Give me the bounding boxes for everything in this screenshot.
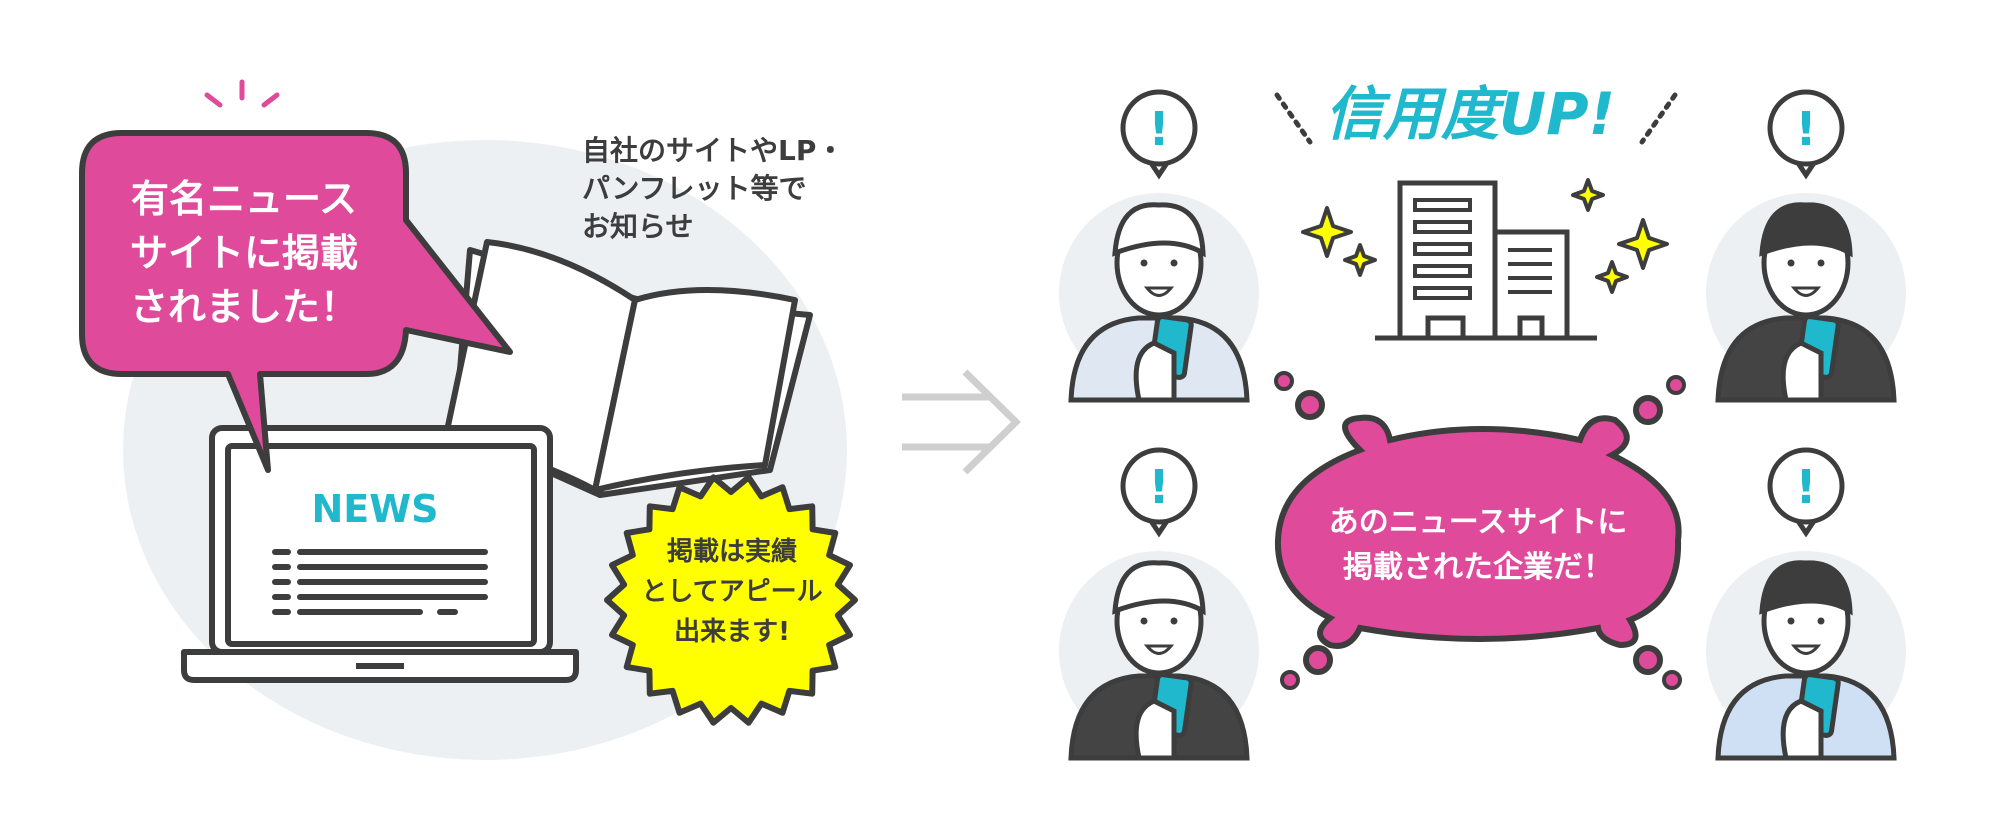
hand: [1133, 340, 1177, 403]
cloud-line-2: 掲載された企業だ！: [1343, 550, 1613, 585]
hand: [1780, 340, 1824, 403]
article-lines: [272, 549, 488, 615]
bubble-line-3: されました！: [130, 285, 358, 329]
person-3: !: [1059, 447, 1259, 761]
hair: [1112, 560, 1206, 616]
cloud-line-1: あのニュースサイトに: [1329, 505, 1628, 540]
exclamation-bubble: !: [1120, 89, 1198, 180]
pamphlet-book-icon: [442, 239, 813, 498]
headline: 信用度UP!: [1325, 80, 1615, 148]
hair: [1759, 202, 1853, 258]
office-building-icon: [1375, 180, 1597, 341]
hand: [1780, 698, 1824, 761]
burst-line-1: 掲載は実績: [667, 536, 797, 567]
exclamation-mark: !: [1149, 460, 1170, 514]
hand: [1133, 698, 1177, 761]
starburst-badge: [604, 474, 858, 726]
news-label: NEWS: [311, 487, 438, 531]
attention-dashes: [204, 79, 280, 108]
sparkle-icons: [1301, 178, 1669, 294]
bubble-line-2: サイトに掲載: [130, 231, 358, 275]
speech-bubble: [79, 130, 513, 473]
exclamation-bubble: !: [1767, 447, 1845, 538]
hair: [1759, 560, 1853, 616]
thought-cloud: [1274, 371, 1686, 690]
burst-line-2: としてアピール: [641, 577, 822, 607]
bubble-line-1: 有名ニュース: [131, 177, 357, 221]
exclamation-mark: !: [1796, 460, 1817, 514]
exclamation-mark: !: [1149, 102, 1170, 156]
exclamation-bubble: !: [1767, 89, 1845, 180]
hair: [1112, 202, 1206, 258]
note-line-3: お知らせ: [582, 210, 693, 243]
person-1: !: [1059, 89, 1259, 403]
exclamation-mark: !: [1796, 102, 1817, 156]
exclamation-bubble: !: [1120, 447, 1198, 538]
burst-line-3: 出来ます!: [674, 617, 790, 647]
person-2: !: [1706, 89, 1906, 403]
emphasis-dots: [1274, 92, 1678, 145]
note-line-1: 自社のサイトやLP・: [582, 134, 844, 167]
person-4: !: [1706, 447, 1906, 761]
note-line-2: パンフレット等で: [582, 172, 807, 205]
arrow-right-icon: [902, 369, 1021, 475]
